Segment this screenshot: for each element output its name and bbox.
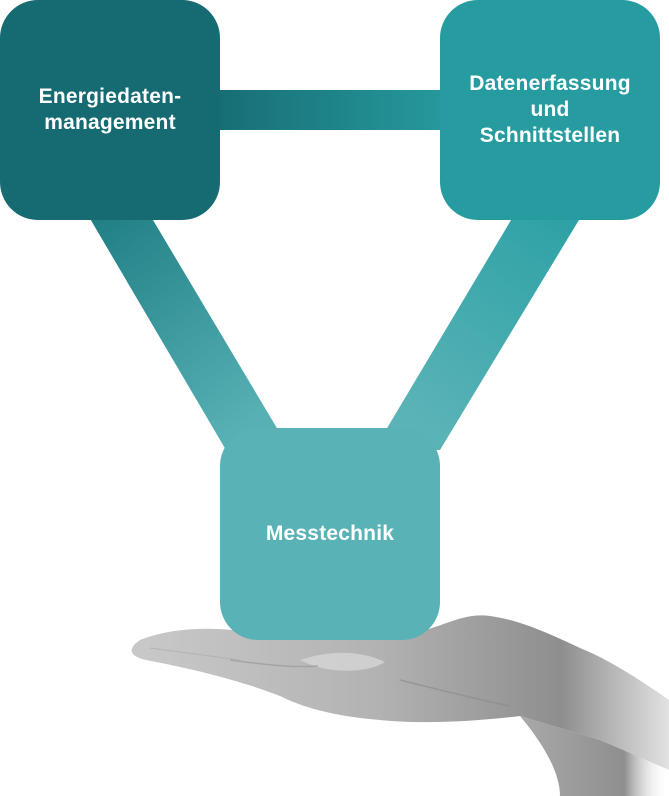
node-measure-box [220,428,440,640]
node-data-box [440,0,660,220]
hand-image [131,615,669,796]
node-data-label: Datenerfassung und Schnittstellen [469,72,631,147]
node-energy-box [0,0,220,220]
node-measure-label: Messtechnik [265,522,395,545]
node-energy-label: Energiedaten- management [38,85,182,134]
connector-energy-measure [82,205,290,450]
connector-data-measure [374,205,588,450]
connector-energy-data [200,90,460,130]
